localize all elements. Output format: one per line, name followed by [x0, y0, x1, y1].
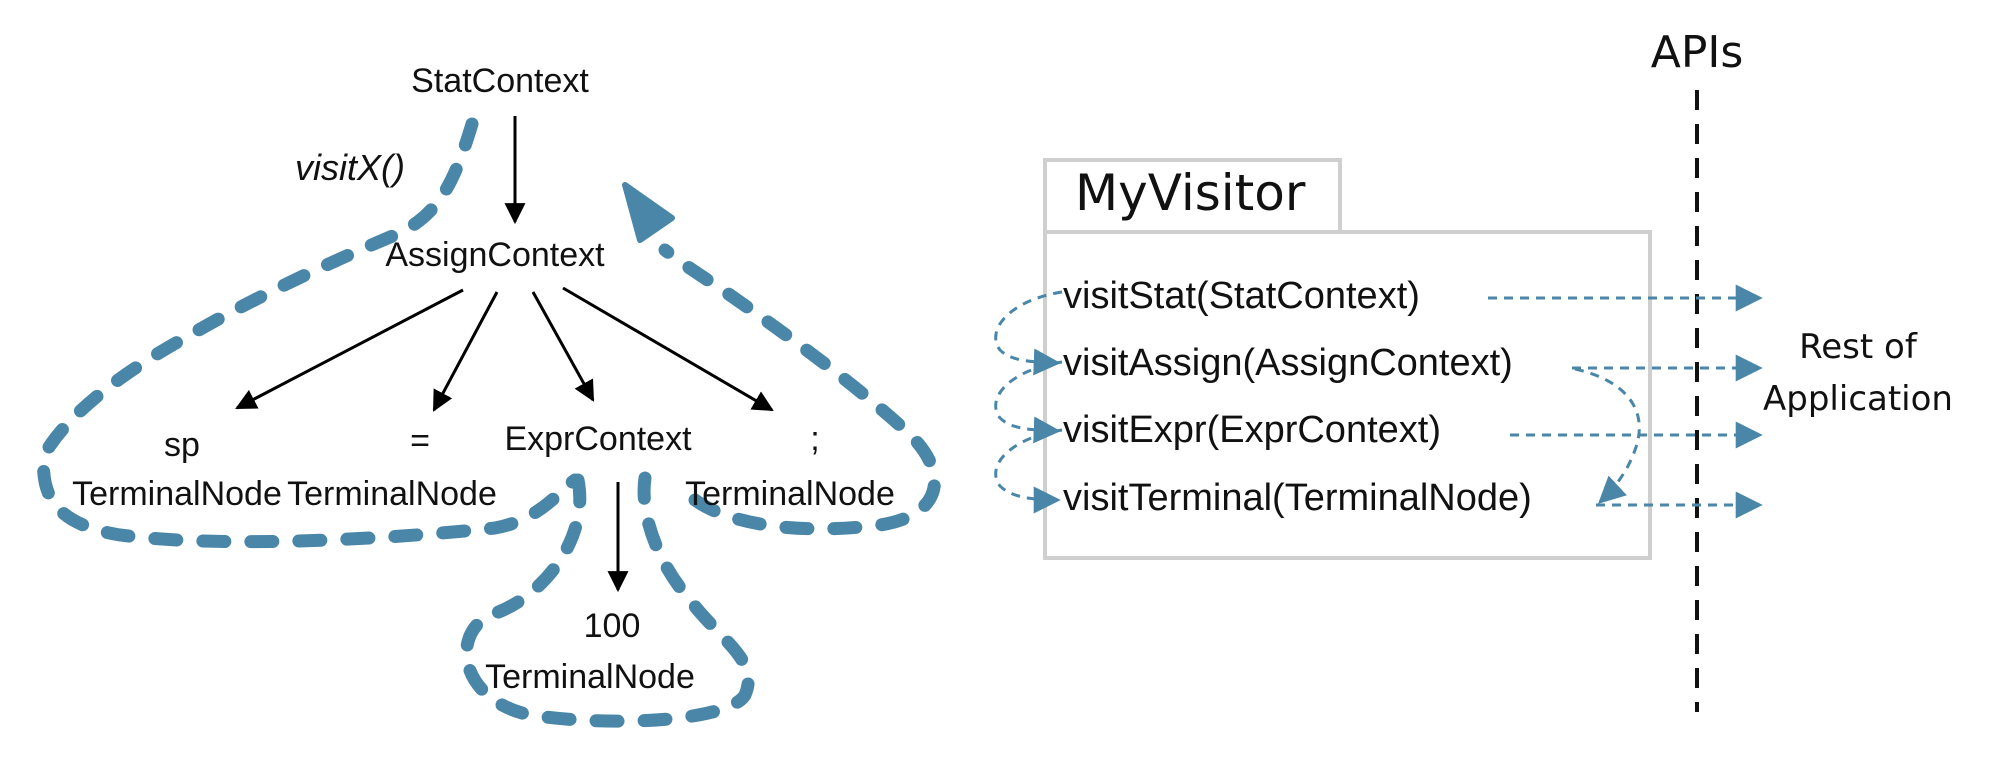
traversal-arrowhead [622, 182, 675, 243]
leaf-eq-token: = [410, 422, 430, 460]
edge-assign-semi [562, 286, 774, 412]
leaf-semi-type: TerminalNode [685, 475, 895, 513]
node-expr-context: ExprContext [504, 420, 692, 458]
my-visitor-class: MyVisitor visitStat(StatContext) visitAs… [1043, 158, 1652, 560]
edge-assign-expr [531, 291, 595, 402]
leaf-100-type: TerminalNode [485, 658, 695, 696]
leaf-semi-token: ; [810, 420, 819, 458]
node-stat-context: StatContext [411, 62, 589, 100]
apis-label: APIs [1651, 27, 1744, 78]
class-tab [1043, 158, 1342, 234]
method-visit-stat: visitStat(StatContext) [1063, 275, 1420, 317]
leaf-eq-type: TerminalNode [287, 475, 497, 513]
loop-expr-terminal [994, 428, 1063, 514]
traversal-outline-right [658, 243, 941, 536]
method-call-loops [994, 290, 1063, 514]
class-name: MyVisitor [1075, 164, 1306, 222]
assign-to-terminal-call [1574, 367, 1641, 504]
method-visit-expr: visitExpr(ExprContext) [1063, 409, 1441, 451]
visit-x-label: visitX() [295, 147, 405, 188]
rest-of-application-line2: Application [1763, 379, 1953, 419]
leaf-sp-type: TerminalNode [72, 475, 282, 513]
leaf-100-token: 100 [584, 607, 641, 645]
tree-edges [235, 116, 774, 593]
loop-stat-assign [994, 290, 1063, 376]
traversal-path [37, 117, 941, 728]
edge-assign-sp [235, 288, 464, 410]
leaf-sp-token: sp [164, 426, 200, 464]
node-assign-context: AssignContext [385, 236, 605, 274]
method-visit-terminal: visitTerminal(TerminalNode) [1063, 477, 1532, 519]
traversal-outline-expr [460, 471, 755, 728]
api-calls [1488, 284, 1763, 519]
class-body [1043, 230, 1652, 560]
traversal-outline-left [37, 117, 582, 549]
loop-assign-expr [994, 360, 1063, 444]
method-visit-assign: visitAssign(AssignContext) [1063, 342, 1513, 384]
edge-assign-eq [432, 291, 499, 412]
rest-of-application-line1: Rest of [1799, 327, 1918, 367]
